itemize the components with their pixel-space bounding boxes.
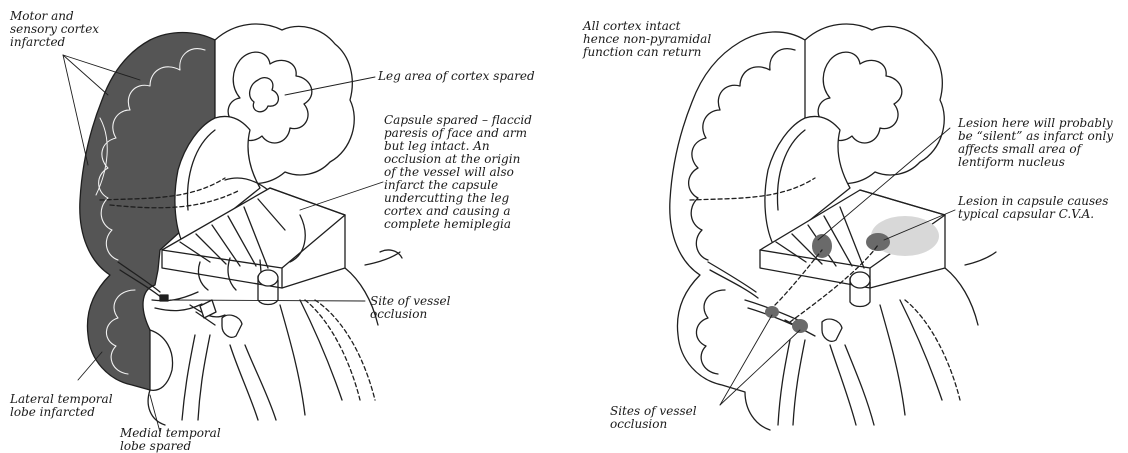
occlusion-site-2 [792, 319, 808, 333]
label-motor-sensory-infarcted: Motor and sensory cortex infarcted [10, 10, 99, 49]
label-capsule-lesion: Lesion in capsule causes typical capsula… [958, 195, 1108, 221]
label-lateral-temporal-infarcted: Lateral temporal lobe infarcted [10, 393, 113, 419]
occlusion-site-1 [765, 306, 779, 318]
label-silent-lesion: Lesion here will probably be “silent” as… [958, 117, 1113, 169]
label-capsule-spared: Capsule spared – flaccid paresis of face… [384, 114, 532, 231]
label-leg-area-spared: Leg area of cortex spared [378, 70, 535, 83]
capsule-lesion [866, 233, 890, 251]
left-vessel-cut-end [258, 270, 278, 286]
medial-temporal-lobe [150, 330, 173, 390]
left-brain-section [80, 24, 402, 425]
label-all-cortex-intact: All cortex intact hence non-pyramidal fu… [583, 20, 711, 59]
label-sites-of-vessel-occlusion: Sites of vessel occlusion [610, 405, 697, 431]
label-site-of-vessel-occlusion: Site of vessel occlusion [370, 295, 450, 321]
label-medial-temporal-spared: Medial temporal lobe spared [120, 427, 221, 453]
left-occlusion-mark [160, 295, 168, 301]
lentiform-lesion [812, 234, 832, 258]
